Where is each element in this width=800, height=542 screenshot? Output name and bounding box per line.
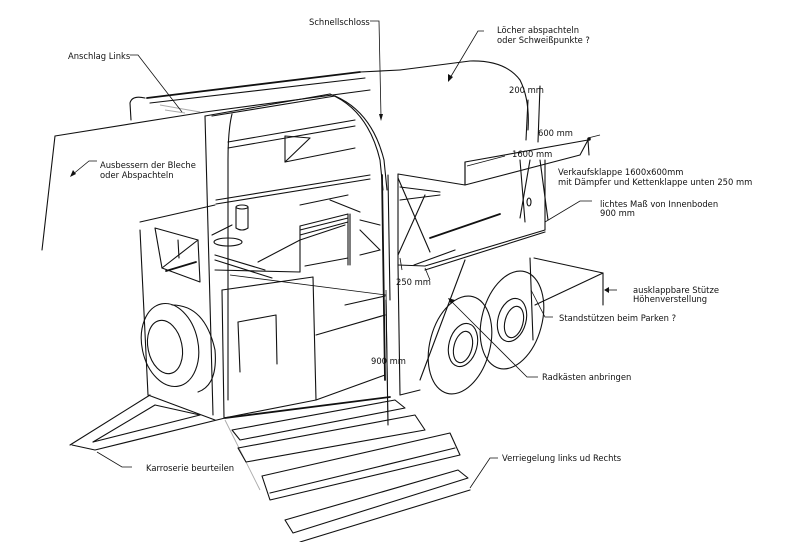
roof xyxy=(129,60,529,131)
dimension-labels: 200 mm 600 mm 1600 mm 250 mm 900 mm xyxy=(371,85,573,366)
dimension-600mm: 600 mm xyxy=(538,128,573,138)
annotation-verriegelung: Verriegelung links ud Rechts xyxy=(502,453,621,463)
annotation-lichtes-mass-line2: 900 mm xyxy=(600,208,635,218)
interior xyxy=(211,194,381,279)
annotation-stuetze-line2: Höhenverstellung xyxy=(633,294,707,304)
annotation-loecher-line1: Löcher abspachteln xyxy=(497,25,579,35)
front-lower-body xyxy=(221,174,391,426)
annotation-anschlag-links: Anschlag Links xyxy=(68,51,130,61)
left-wheel xyxy=(140,302,216,393)
left-side-body xyxy=(139,204,216,421)
annotation-loecher-line2: oder Schweißpunkte ? xyxy=(497,35,590,45)
annotations: Schnellschloss Löcher abspachteln oder S… xyxy=(68,17,752,473)
dimension-900mm: 900 mm xyxy=(371,356,406,366)
annotation-standstuetzen: Standstützen beim Parken ? xyxy=(559,313,676,323)
dimension-250mm: 250 mm xyxy=(396,277,431,287)
annotation-verkaufsklappe-line1: Verkaufsklappe 1600x600mm xyxy=(558,167,683,177)
right-wheels xyxy=(427,270,545,395)
drawbar xyxy=(69,394,226,451)
sale-flap xyxy=(464,85,591,186)
annotation-radkaesten: Radkästen anbringen xyxy=(542,372,631,382)
annotation-schnellschloss: Schnellschloss xyxy=(309,17,370,27)
dimension-lines xyxy=(229,134,601,426)
ramp xyxy=(224,396,471,542)
dimension-1600mm: 1600 mm xyxy=(512,149,552,159)
support-stand xyxy=(533,257,604,306)
annotation-lichtes-mass-line1: lichtes Maß von Innenboden xyxy=(600,199,718,209)
annotation-karroserie: Karroserie beurteilen xyxy=(146,463,234,473)
leader-lines xyxy=(70,20,617,489)
door-frame xyxy=(204,93,388,416)
annotation-ausbessern-line2: oder Abspachteln xyxy=(100,170,174,180)
annotation-verkaufsklappe-line2: mit Dämpfer und Kettenklappe unten 250 m… xyxy=(558,177,752,187)
dimension-200mm: 200 mm xyxy=(509,85,544,95)
annotation-ausbessern-line1: Ausbessern der Bleche xyxy=(100,160,196,170)
right-side-body xyxy=(397,159,549,396)
annotation-stuetze-line1: ausklappbare Stütze xyxy=(633,285,719,295)
